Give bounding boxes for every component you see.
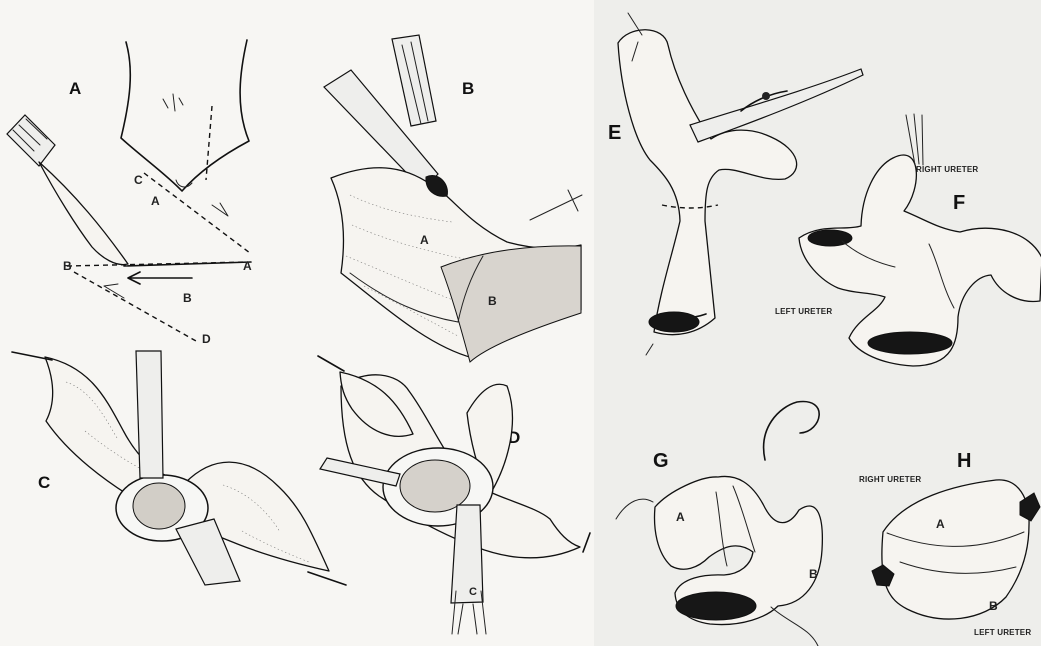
h-b-label: B [989, 599, 998, 613]
region-a-label: A [151, 194, 160, 208]
vertical-incision-line [206, 106, 212, 180]
f-left-ureter-label: LEFT URETER [775, 307, 832, 316]
panel-d: D C [318, 356, 590, 634]
panel-h-label: H [957, 450, 971, 472]
g-needle-suture [764, 402, 820, 460]
panel-e-label: E [608, 122, 621, 144]
panel-b: B A B [324, 35, 582, 362]
bladder-inner-mass [133, 483, 185, 529]
d-clamp-label: C [469, 586, 477, 598]
segment-open-end [649, 312, 699, 332]
suture-retractor [530, 190, 582, 220]
point-d-prime-label: D [202, 332, 211, 346]
panel-e: E [608, 13, 863, 355]
intestinal-segment [618, 30, 797, 335]
panel-g: G A B [616, 402, 822, 646]
h-a-label: A [936, 517, 945, 531]
h-reconstructed-pouch [882, 480, 1029, 619]
a-prime-upper-dashed-line [144, 173, 250, 253]
h-left-ureter-label: LEFT URETER [974, 628, 1031, 637]
g-lower-opening [676, 592, 756, 620]
b-panel-b-label: B [488, 294, 497, 308]
upper-arrow [212, 203, 228, 216]
g-a-label: A [676, 510, 685, 524]
panel-a: A C A A B B D [7, 40, 252, 346]
incision-mark [163, 94, 183, 111]
f-right-ureter-label: RIGHT URETER [916, 165, 978, 174]
g-b-label: B [809, 567, 818, 581]
panel-h: H RIGHT URETER LEFT URETER A B [859, 450, 1040, 637]
panel-f-label: F [953, 192, 965, 214]
d-inner-mass [400, 460, 470, 512]
left-arrow [128, 272, 192, 284]
forceps-upper-handle [392, 35, 436, 126]
region-b-label: B [183, 291, 192, 305]
point-a-prime-label: A [243, 259, 252, 273]
panel-b-label: B [462, 79, 474, 98]
panel-f: F RIGHT URETER LEFT URETER [775, 114, 1041, 366]
d-clamp-body [451, 505, 483, 603]
b-panel-a-label: A [420, 233, 429, 247]
panel-a-label: A [69, 79, 81, 98]
point-b-prime-label: B [63, 259, 72, 273]
scalpel-handle [7, 115, 55, 166]
panel-c-label: C [38, 473, 50, 492]
point-c-label: C [134, 173, 143, 187]
h-right-ureter-label: RIGHT URETER [859, 475, 921, 484]
scissors-blade [690, 69, 863, 142]
abdomen-outline [121, 40, 249, 191]
panel-g-label: G [653, 450, 669, 472]
scalpel-blade [39, 162, 128, 265]
e-needle-line [646, 344, 653, 355]
scissor-pivot [762, 92, 770, 100]
f-left-opening [868, 332, 952, 354]
upper-retractor [136, 351, 163, 478]
panel-c: C [12, 351, 346, 585]
